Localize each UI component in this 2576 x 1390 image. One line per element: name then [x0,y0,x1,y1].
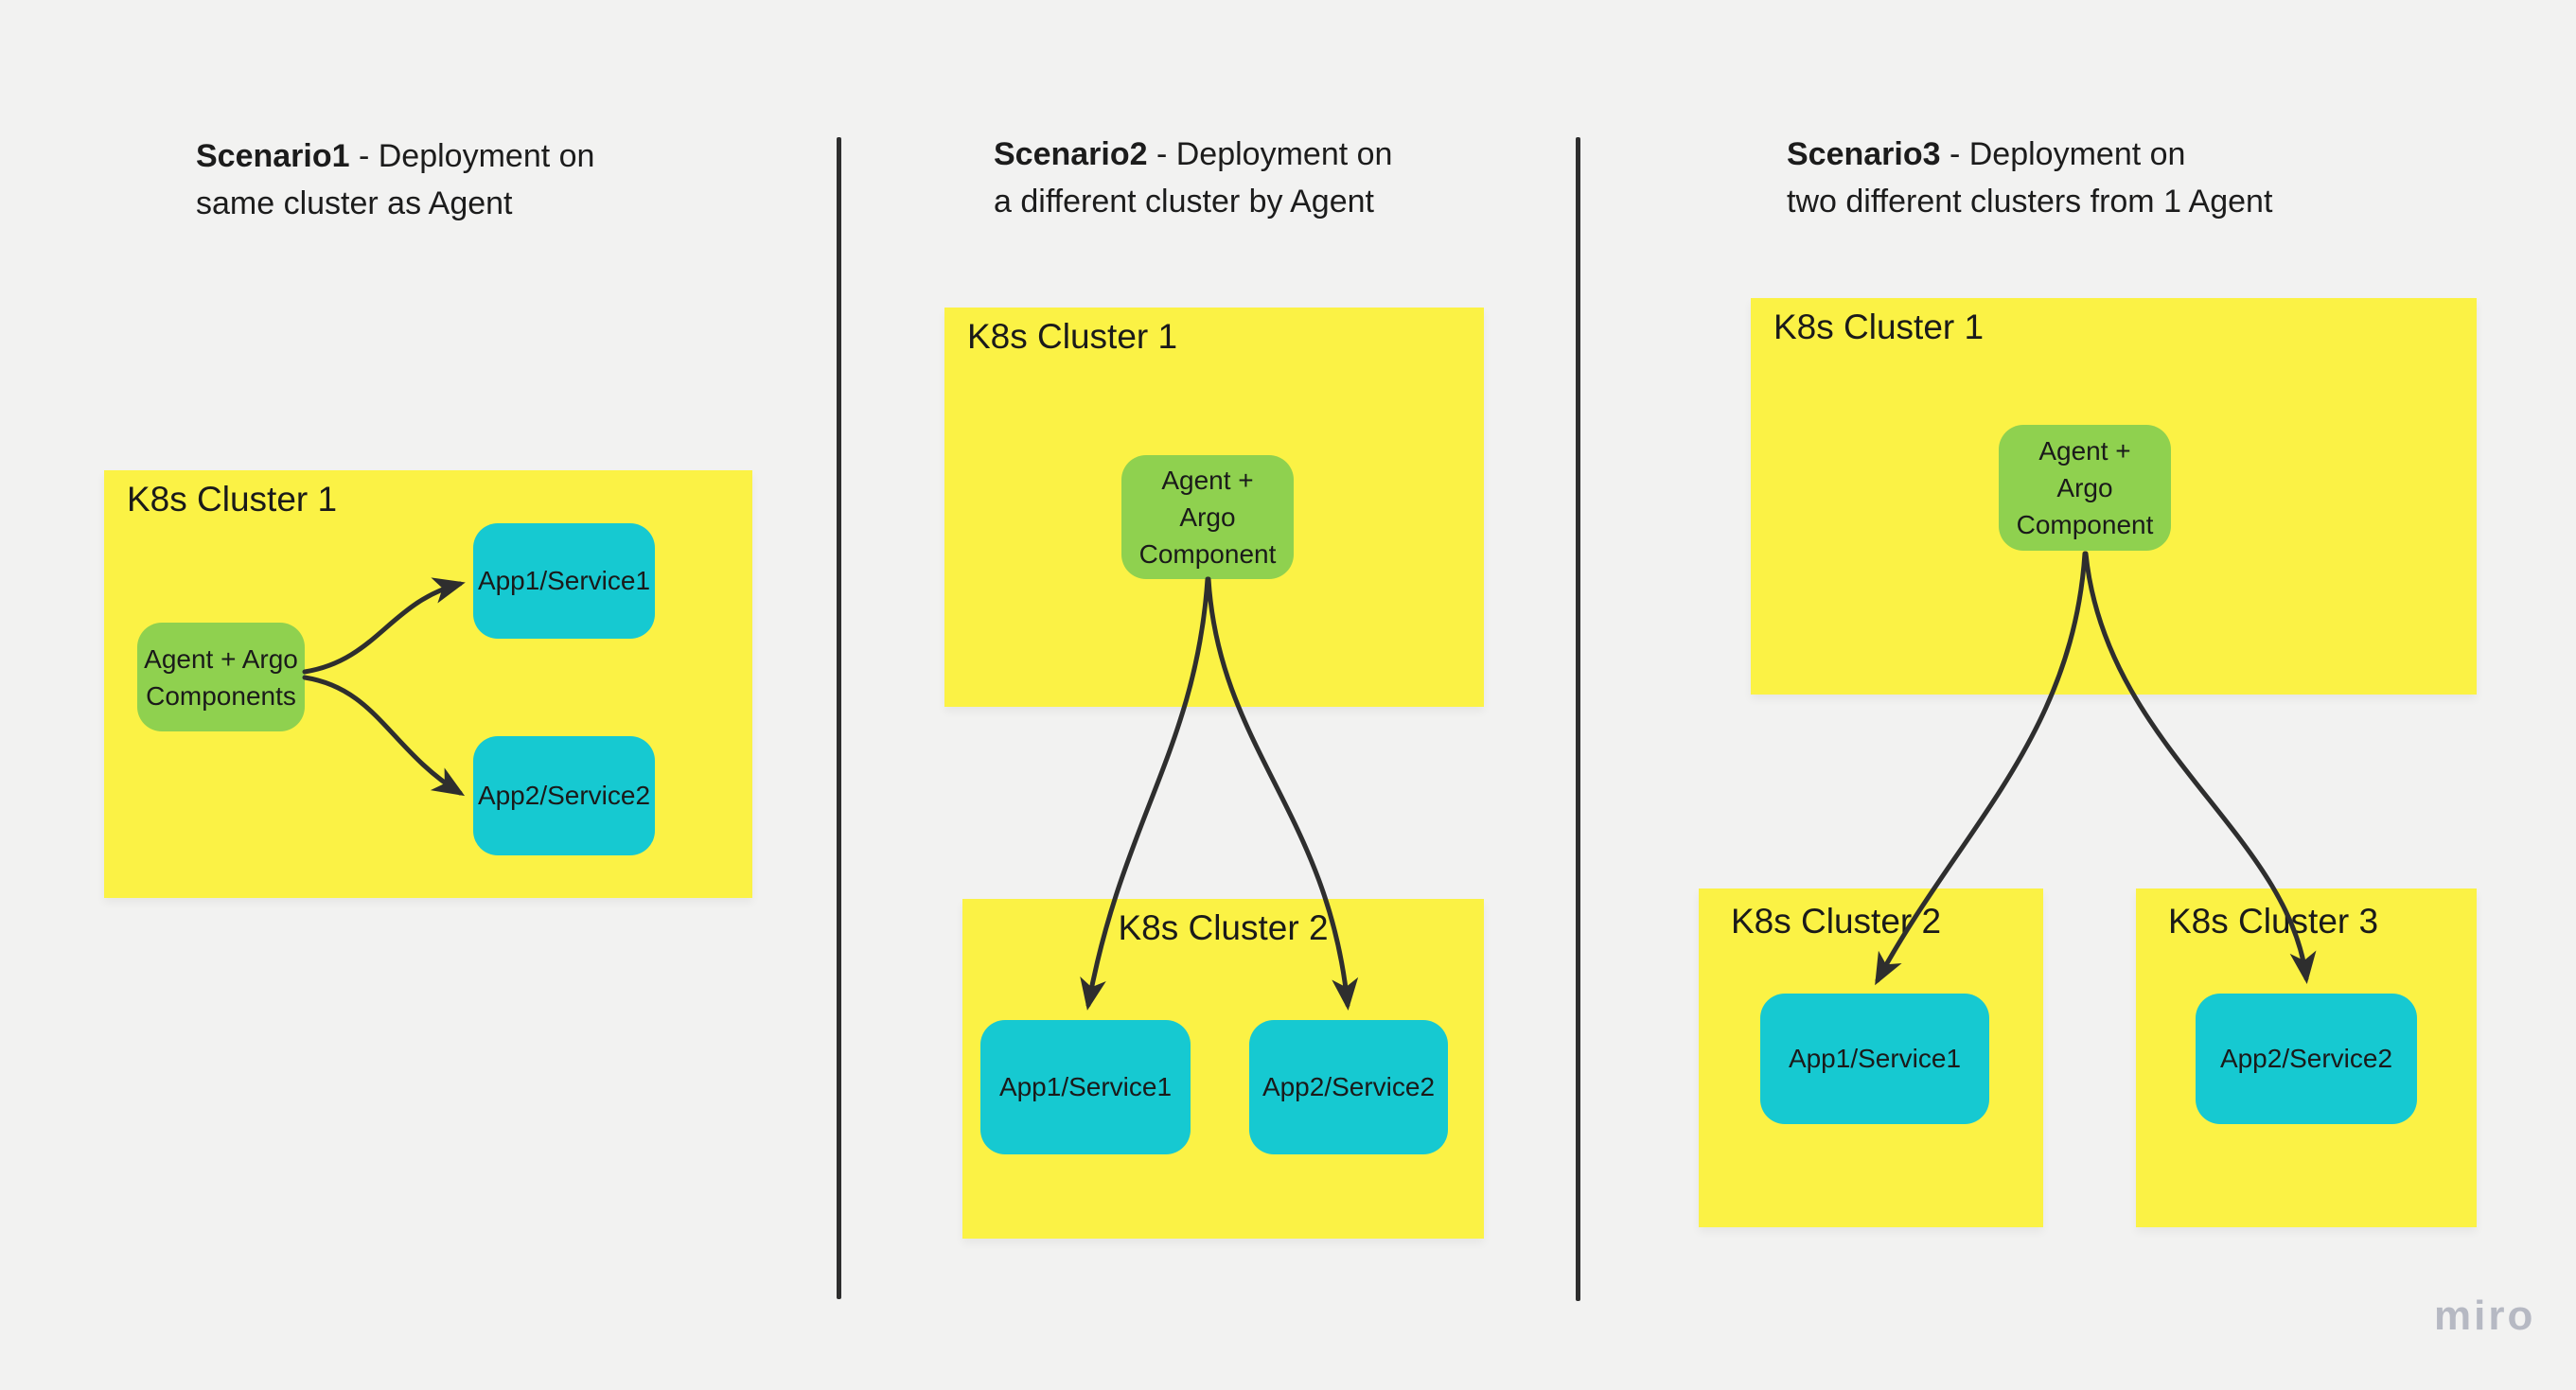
s2-cluster1-label: K8s Cluster 1 [967,317,1178,356]
s2-cluster1-box[interactable]: K8s Cluster 1 Agent + Argo Component [944,308,1484,707]
scenario2-title[interactable]: Scenario2 - Deployment on a different cl… [994,131,1392,225]
s1-app2-node[interactable]: App2/Service2 [473,736,655,855]
s2-agent-node[interactable]: Agent + Argo Component [1121,455,1294,579]
s1-arrow-agent-to-app2[interactable] [302,675,466,797]
s2-arrow-agent-to-app2[interactable] [1206,576,1359,1011]
scenario1-title-rest: - Deployment on [349,138,595,174]
s2-agent-line2: Argo [1179,502,1236,532]
scenario3-title-bold: Scenario3 [1787,136,1941,172]
s2-app1-label: App1/Service1 [998,1072,1173,1101]
s1-cluster1-label: K8s Cluster 1 [127,480,338,519]
s2-cluster2-box[interactable]: K8s Cluster 2 App1/Service1 App2/Service… [962,899,1484,1239]
scenario2-title-line2: a different cluster by Agent [994,184,1374,220]
s1-arrow-agent-to-app1[interactable] [302,577,466,675]
scenario3-title-line1: Scenario3 - Deployment on [1787,131,2272,178]
s2-agent-line3: Component [1138,539,1277,569]
s2-app1-node[interactable]: App1/Service1 [980,1020,1191,1154]
scenario3-title-line2: two different clusters from 1 Agent [1787,184,2273,220]
divider-line-2[interactable] [1576,137,1580,1301]
s2-arrow-agent-to-app1[interactable] [1080,576,1210,1011]
s3-cluster1-box[interactable]: K8s Cluster 1 Agent + Argo Component [1751,298,2477,695]
s3-arrow-agent-to-app2[interactable] [2083,551,2317,984]
s1-cluster1-box[interactable]: K8s Cluster 1 Agent + Argo Components Ap… [104,470,752,898]
s3-agent-line1: Agent + [2038,436,2131,466]
divider-line-1[interactable] [837,137,841,1299]
scenario2-title-rest: - Deployment on [1147,136,1393,172]
scenario2-title-bold: Scenario2 [994,136,1148,172]
s1-app1-node[interactable]: App1/Service1 [473,523,655,639]
s3-agent-line2: Argo [2056,473,2113,502]
s1-app2-label: App2/Service2 [477,781,651,810]
scenario2-title-line1: Scenario2 - Deployment on [994,131,1392,178]
s3-arrow-agent-to-app1[interactable] [1875,551,2088,986]
scenario3-title[interactable]: Scenario3 - Deployment on two different … [1787,131,2272,225]
s3-app2-label: App2/Service2 [2219,1044,2393,1073]
scenario1-title-line2: same cluster as Agent [196,185,513,221]
s3-agent-node[interactable]: Agent + Argo Component [1999,425,2171,551]
s1-agent-line1: Agent + Argo [144,643,298,674]
s1-agent-line2: Components [146,680,296,711]
s3-cluster2-box[interactable]: K8s Cluster 2 App1/Service1 [1699,889,2043,1227]
s3-agent-line3: Component [2016,510,2154,539]
scenario3-title-rest: - Deployment on [1940,136,2186,172]
scenario1-title-line1: Scenario1 - Deployment on [196,132,594,180]
scenario1-title[interactable]: Scenario1 - Deployment on same cluster a… [196,132,594,227]
scenario1-title-bold: Scenario1 [196,138,350,174]
s2-app2-node[interactable]: App2/Service2 [1249,1020,1448,1154]
s3-app1-node[interactable]: App1/Service1 [1760,994,1989,1124]
s3-cluster3-label: K8s Cluster 3 [2168,902,2379,941]
s1-app1-label: App1/Service1 [477,566,651,595]
miro-watermark: miro [2434,1293,2536,1339]
s2-app2-label: App2/Service2 [1262,1072,1436,1101]
s2-cluster2-label: K8s Cluster 2 [1118,908,1329,947]
s3-cluster1-label: K8s Cluster 1 [1773,308,1985,346]
s3-app2-node[interactable]: App2/Service2 [2196,994,2417,1124]
s3-cluster3-box[interactable]: K8s Cluster 3 App2/Service2 [2136,889,2477,1227]
s2-agent-line1: Agent + [1161,466,1254,495]
s1-agent-node[interactable]: Agent + Argo Components [137,623,305,731]
s3-app1-label: App1/Service1 [1788,1044,1962,1073]
